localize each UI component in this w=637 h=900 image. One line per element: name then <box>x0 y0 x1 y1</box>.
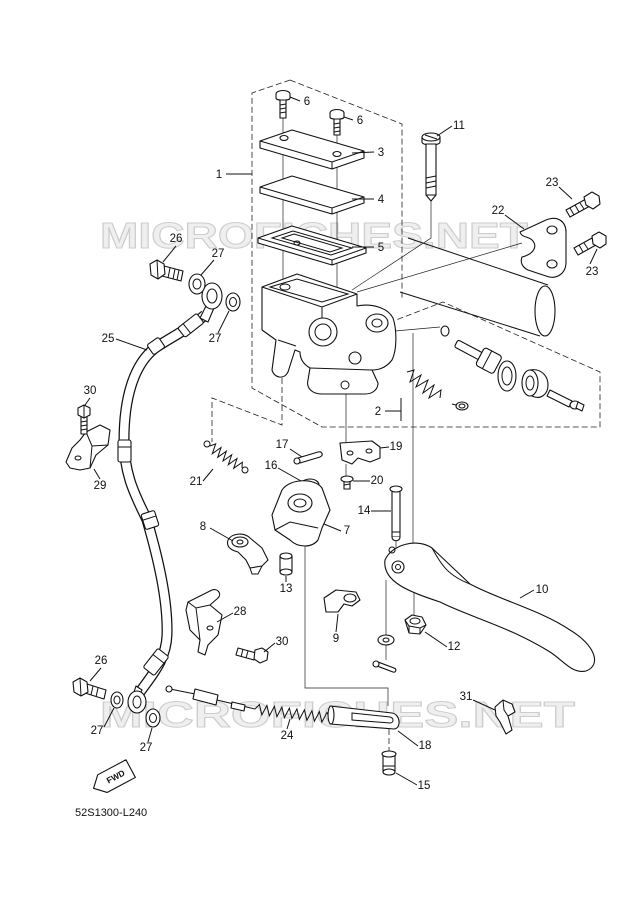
callout-14: 14 <box>358 505 371 517</box>
banjo-eye-upper <box>199 282 223 323</box>
lever-adjuster <box>323 589 361 613</box>
callout-27: 27 <box>140 742 153 754</box>
callout-7: 7 <box>344 525 350 537</box>
callout-27: 27 <box>212 248 225 260</box>
lever-pivot-pin <box>389 485 403 542</box>
lever-washer <box>377 634 395 646</box>
handlebar-clamp <box>519 217 567 278</box>
switch-clip <box>339 440 381 465</box>
callout-6: 6 <box>357 115 363 127</box>
hose-bracket-upper <box>65 424 111 471</box>
callout-9: 9 <box>333 633 339 645</box>
master-cylinder-body <box>261 273 397 395</box>
callout-16: 16 <box>265 460 278 472</box>
callout-21: 21 <box>190 476 203 488</box>
callout-12: 12 <box>448 641 461 653</box>
callout-23: 23 <box>586 266 599 278</box>
assembly-line <box>356 242 523 293</box>
washer-lower-left <box>110 691 124 709</box>
callout-19: 19 <box>390 441 403 453</box>
callout-28: 28 <box>234 606 247 618</box>
callout-24: 24 <box>281 730 294 742</box>
callout-5: 5 <box>378 242 384 254</box>
screw-right <box>329 108 345 136</box>
small-screw <box>340 475 354 490</box>
cable-end <box>165 685 256 712</box>
callout-26: 26 <box>95 655 108 667</box>
push-rod <box>546 389 585 412</box>
collar <box>279 552 293 576</box>
piston-kit <box>406 325 585 412</box>
callout-4: 4 <box>378 194 385 206</box>
reservoir-cap <box>259 129 365 170</box>
lever-spring <box>203 440 249 474</box>
callout-27: 27 <box>209 333 222 345</box>
cable-spring <box>254 703 331 724</box>
callout-22: 22 <box>492 205 505 217</box>
callout-23: 23 <box>546 177 559 189</box>
bracket-bolt-lower <box>235 647 269 664</box>
callout-6: 6 <box>304 96 310 108</box>
washer-upper-left <box>188 273 206 295</box>
lever-nut <box>404 614 427 635</box>
callout-27: 27 <box>91 725 104 737</box>
banjo-bolt-lower <box>72 677 107 700</box>
banjo-eye-lower <box>127 685 147 714</box>
diaphragm-gasket <box>257 225 367 266</box>
diagram-code: 52S1300-L240 <box>75 807 147 819</box>
diaphragm-plate <box>259 175 365 215</box>
screw-left <box>275 89 291 119</box>
callout-10: 10 <box>536 584 549 596</box>
callout-2: 2 <box>375 406 381 418</box>
leader-lines <box>84 96 598 786</box>
callout-31: 31 <box>460 691 473 703</box>
callout-1: 1 <box>216 169 222 181</box>
callout-13: 13 <box>280 583 293 595</box>
cable-adjuster <box>327 705 400 730</box>
callout-15: 15 <box>418 780 431 792</box>
forward-arrow-icon: FWD <box>93 759 136 794</box>
callout-17: 17 <box>276 439 289 451</box>
callout-20: 20 <box>371 475 384 487</box>
cotter-pin-lower <box>372 660 397 673</box>
circlip <box>451 401 469 411</box>
clutch-lever <box>384 542 596 672</box>
callout-29: 29 <box>94 480 107 492</box>
cotter-pin-upper <box>293 451 323 465</box>
callout-3: 3 <box>378 147 384 159</box>
banjo-bolt-upper <box>149 259 184 282</box>
lever-holder <box>271 480 331 547</box>
assembly-lines <box>211 118 441 751</box>
callout-30: 30 <box>84 385 97 397</box>
cable-clip <box>494 699 516 735</box>
bolt-long <box>421 132 441 202</box>
callout-8: 8 <box>200 521 206 533</box>
bracket-bolt-upper <box>77 404 91 435</box>
callouts: 6 6 3 4 5 1 11 23 22 23 26 27 27 25 30 2… <box>84 96 599 792</box>
washer-upper-right <box>225 292 241 312</box>
handlebar-tube <box>399 237 556 337</box>
clamp-bolt-upper <box>565 191 601 218</box>
clamp-bolt-lower <box>573 231 607 256</box>
return-spring <box>406 369 442 400</box>
washer-lower-right <box>145 708 161 728</box>
callout-26: 26 <box>170 233 183 245</box>
callout-25: 25 <box>102 333 115 345</box>
clutch-hose <box>117 310 209 696</box>
dust-boot <box>521 369 549 398</box>
piston-cup <box>497 360 517 392</box>
callout-11: 11 <box>453 120 465 132</box>
hose-bracket-lower <box>185 589 223 656</box>
o-ring <box>440 325 450 337</box>
clutch-switch <box>226 533 269 575</box>
callout-18: 18 <box>419 740 432 752</box>
clevis-pin <box>381 750 397 776</box>
callout-30: 30 <box>276 636 289 648</box>
piston <box>454 339 502 374</box>
